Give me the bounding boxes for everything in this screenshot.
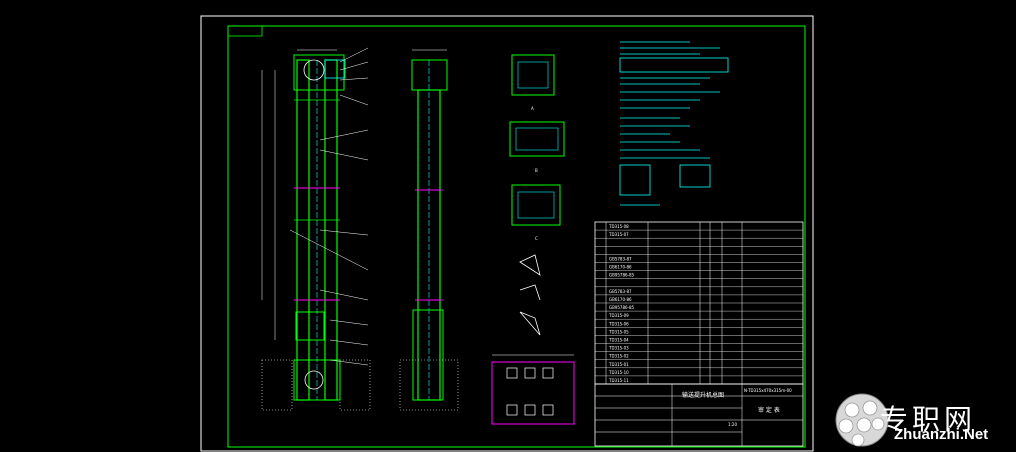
title-block-frame (594, 383, 804, 447)
title-block-code: N-TD315x470x315m-00 (744, 388, 792, 393)
parts-row-code: TD315-10 (608, 370, 629, 375)
anchor-4 (506, 404, 518, 416)
parts-row-code: TD315-04 (608, 337, 629, 342)
casing-right (324, 59, 338, 401)
parts-row-code: TD315-07 (608, 232, 629, 237)
watermark-logo-icon (835, 393, 889, 447)
leader-lines (289, 47, 369, 366)
section-details (509, 54, 565, 336)
corner-label-box (227, 25, 263, 37)
bucket-detail-2 (519, 284, 541, 301)
boot-section (293, 359, 341, 401)
ground-hatch-left (261, 359, 293, 411)
anchor-1 (506, 367, 518, 379)
title-block-name: 输送提升机总图 (682, 391, 724, 399)
parts-row-code: GB6170-86 (609, 265, 632, 270)
section-label-a: A (531, 106, 534, 111)
section-b-outer (509, 121, 565, 157)
section-label-b: B (535, 168, 538, 173)
foundation-outline (491, 361, 575, 425)
side-head (411, 59, 448, 91)
parts-row-code: TD315-11 (608, 378, 629, 383)
side-boot (412, 309, 444, 401)
tail-section (295, 311, 325, 341)
sheet-inner-frame (227, 25, 806, 448)
title-block-scale: 1:20 (728, 422, 737, 427)
anchor-3 (542, 367, 554, 379)
parts-row-code: TD315-06 (608, 321, 629, 326)
parts-row-code: TD315-09 (608, 313, 629, 318)
anchor-5 (524, 404, 536, 416)
casing-left (296, 59, 310, 401)
bucket-detail-1 (519, 254, 541, 276)
section-a-inner (517, 61, 549, 89)
drive-motor (324, 59, 346, 79)
parts-row-code: TD315-01 (608, 362, 629, 367)
elevator-side-view (399, 49, 459, 411)
watermark-cn-text: 专职网 (880, 403, 977, 436)
section-a-outer (511, 54, 555, 96)
technical-notes (619, 41, 729, 206)
head-sprocket (303, 59, 325, 81)
tail-sprocket (304, 370, 324, 390)
bucket-detail-3 (519, 311, 541, 336)
section-c-outer (511, 184, 561, 226)
anchor-2 (524, 367, 536, 379)
parts-row-code: GB5783-87 (609, 256, 632, 261)
section-label-c: C (535, 236, 538, 241)
title-block-approval: 审 定 表 (758, 406, 780, 414)
parts-table-rows: TD315-08TD315-07GB5783-87GB6170-86GB9578… (595, 224, 803, 385)
title-block: 输送提升机总图 N-TD315x470x315m-00 审 定 表 1:20 (594, 383, 804, 447)
watermark-url: Zhuanzhi.Net (894, 426, 989, 443)
parts-row-code: TD315-05 (608, 329, 629, 334)
sheet-outer-frame (200, 15, 814, 452)
parts-row-code: GB95786-85 (609, 273, 635, 278)
parts-row-code: GB6170-86 (609, 297, 632, 302)
foundation-plan (491, 354, 575, 425)
ground-hatch-right (339, 359, 371, 411)
parts-row-code: GB95786-85 (609, 305, 635, 310)
parts-row-code: TD315-03 (608, 346, 629, 351)
parts-row-code: TD315-08 (608, 224, 629, 229)
section-c-inner (517, 191, 555, 219)
elevator-front-view (261, 47, 371, 411)
anchor-6 (542, 404, 554, 416)
head-section (293, 54, 345, 91)
parts-row-code: GB5783-87 (609, 289, 632, 294)
section-b-inner (515, 127, 559, 151)
parts-list-table: TD315-08TD315-07GB5783-87GB6170-86GB9578… (594, 221, 804, 385)
parts-row-code: TD315-02 (608, 354, 629, 359)
